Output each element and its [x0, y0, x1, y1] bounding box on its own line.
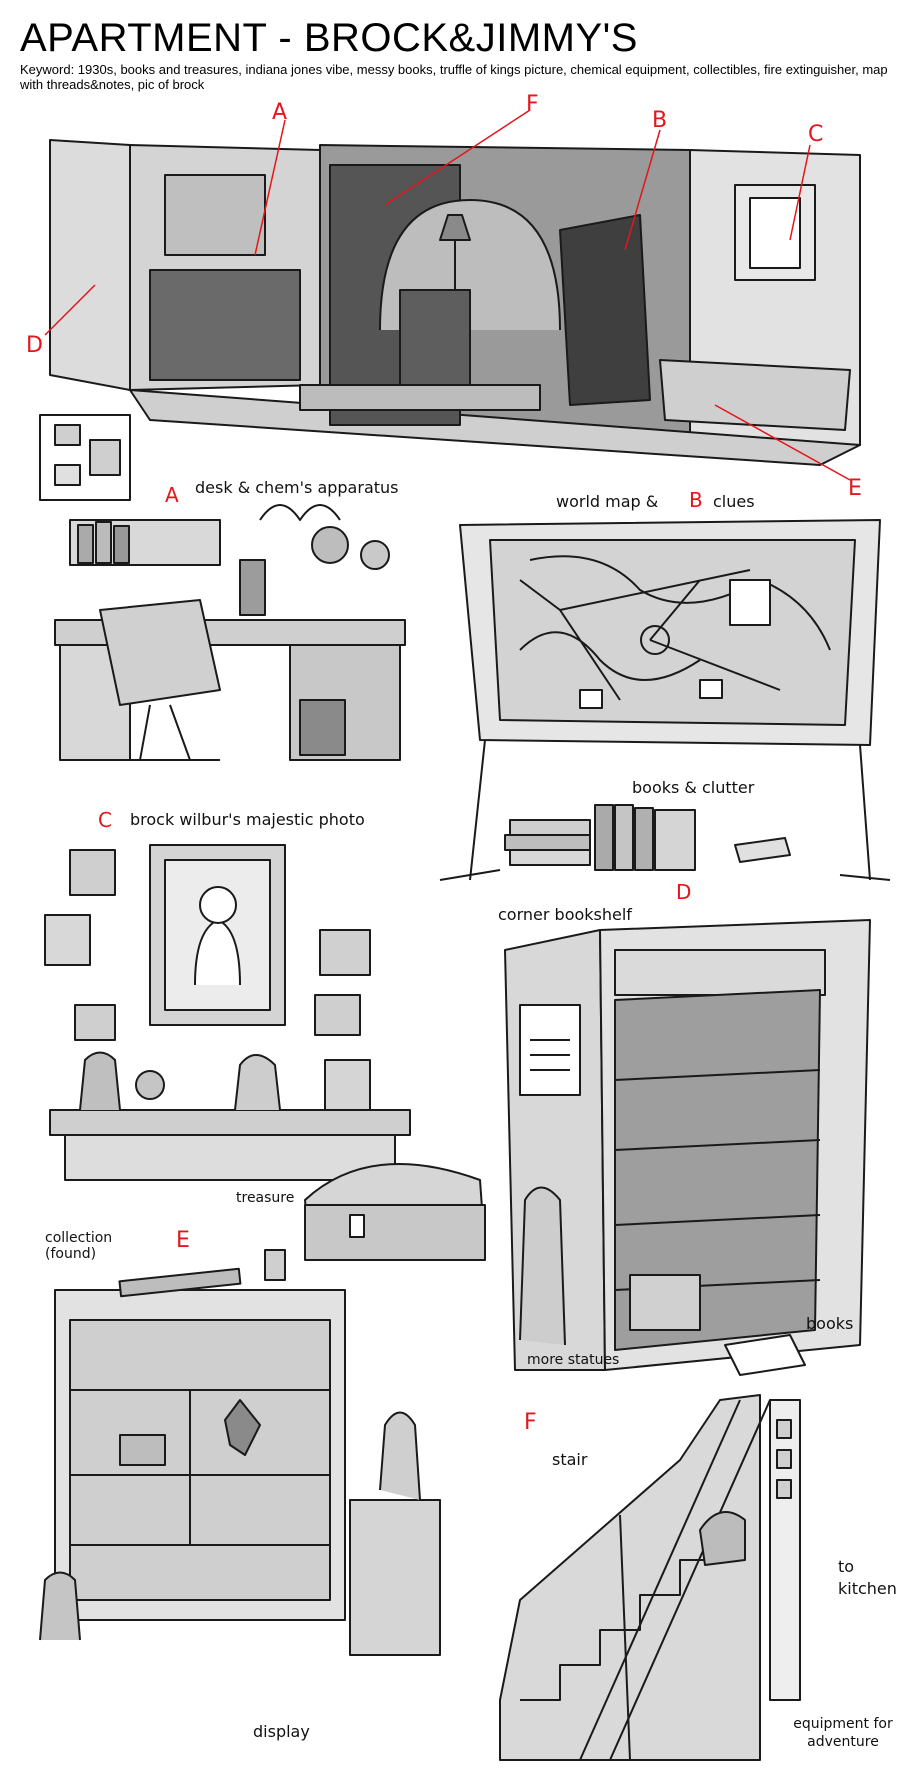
section-f-letter: F	[524, 1410, 537, 1435]
overview-marker-b: B	[652, 108, 668, 133]
display-cabinet-sketch	[39, 1249, 441, 1656]
section-e-label: collection (found)	[45, 1230, 113, 1262]
world-map-board-sketch	[439, 519, 891, 881]
section-d-label: corner bookshelf	[498, 905, 632, 924]
section-a-label: desk & chem's apparatus	[195, 478, 399, 497]
overview-room	[49, 139, 861, 466]
overview-marker-e: E	[848, 476, 862, 501]
section-c-label: brock wilbur's majestic photo	[130, 810, 365, 829]
books-clutter-sketch	[504, 804, 791, 871]
treasure-chest-sketch	[304, 1163, 486, 1261]
more-statues-note: more statues	[527, 1352, 620, 1368]
overview-marker-d: D	[26, 333, 43, 358]
section-a-letter: A	[165, 483, 179, 507]
photo-wall-sketch	[44, 844, 411, 1181]
overview-callout-lines	[44, 109, 851, 481]
treasure-note: treasure	[236, 1190, 295, 1206]
section-d-letter: D	[676, 880, 692, 904]
section-c-letter: C	[98, 808, 112, 832]
books-clutter-note: books & clutter	[632, 778, 755, 797]
section-b-label-after: clues	[713, 492, 755, 511]
books-note: books	[806, 1314, 854, 1333]
keyword-text: Keyword: 1930s, books and treasures, ind…	[20, 62, 888, 92]
section-b-label-before: world map &	[556, 492, 659, 511]
stair-note: stair	[552, 1450, 588, 1469]
equipment-note: equipment for adventure	[793, 1716, 893, 1750]
desk-apparatus-sketch	[54, 504, 406, 761]
overview-marker-c: C	[808, 122, 824, 147]
mini-floorplan	[39, 414, 131, 501]
section-e-letter: E	[176, 1228, 190, 1253]
kitchen-note: to kitchen	[838, 1557, 897, 1598]
overview-marker-f: F	[526, 92, 539, 117]
corner-bookshelf-sketch	[504, 919, 871, 1376]
stair-sketch	[499, 1394, 801, 1761]
section-b-letter: B	[689, 488, 703, 512]
overview-marker-a: A	[272, 100, 288, 125]
page-title: APARTMENT - BROCK&JIMMY'S	[20, 16, 638, 60]
display-note: display	[253, 1722, 310, 1741]
